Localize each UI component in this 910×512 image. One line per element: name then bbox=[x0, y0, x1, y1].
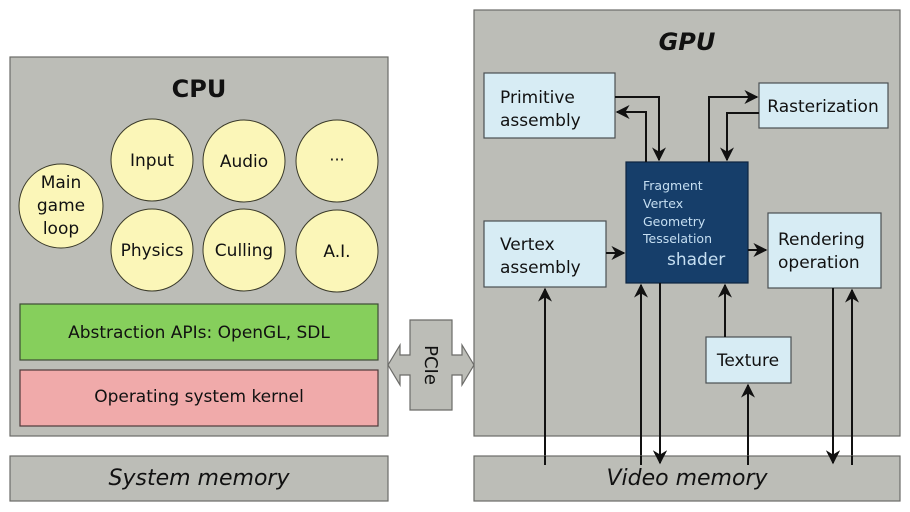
rasterization-stage[interactable]: Rasterization bbox=[758, 82, 889, 129]
svg-text:Texture: Texture bbox=[716, 351, 779, 371]
svg-text:assembly: assembly bbox=[500, 258, 581, 278]
memory-connectors bbox=[544, 450, 853, 465]
svg-text:A.I.: A.I. bbox=[323, 242, 350, 262]
module-main-loop[interactable]: Main game loop bbox=[18, 163, 104, 249]
module-ai[interactable]: A.I. bbox=[295, 209, 379, 293]
arrow-primitive-to-shader bbox=[615, 96, 666, 162]
bidirectional-arrow-icon bbox=[387, 319, 475, 411]
module-audio[interactable]: Audio bbox=[202, 119, 286, 203]
svg-text:game: game bbox=[37, 196, 85, 216]
svg-text:Physics: Physics bbox=[121, 241, 184, 261]
module-physics[interactable]: Physics bbox=[110, 208, 194, 292]
svg-text:Main: Main bbox=[41, 173, 82, 193]
shader-stage[interactable]: Fragment Vertex Geometry Tesselation sha… bbox=[625, 161, 749, 284]
video-memory[interactable]: Video memory bbox=[473, 455, 901, 502]
module-more[interactable]: ··· bbox=[295, 119, 379, 203]
module-culling[interactable]: Culling bbox=[202, 208, 286, 292]
svg-text:Input: Input bbox=[130, 151, 174, 171]
arrow-shader-to-primitive bbox=[615, 105, 647, 162]
system-memory[interactable]: System memory bbox=[9, 455, 389, 502]
cpu-block: CPU Main game loop Input Audio ··· Physi… bbox=[9, 56, 389, 437]
vertex-assembly-stage[interactable]: Vertex assembly bbox=[483, 220, 607, 288]
svg-text:Vertex: Vertex bbox=[643, 196, 683, 211]
shader-label: shader bbox=[667, 250, 725, 270]
primitive-assembly-stage[interactable]: Primitive assembly bbox=[483, 72, 616, 139]
svg-text:···: ··· bbox=[329, 150, 344, 169]
svg-text:Fragment: Fragment bbox=[643, 178, 703, 193]
pcie-bus[interactable]: PCIe bbox=[387, 319, 475, 411]
svg-text:System memory: System memory bbox=[109, 466, 291, 491]
svg-text:loop: loop bbox=[43, 219, 79, 239]
module-input[interactable]: Input bbox=[110, 118, 194, 202]
gpu-title: GPU bbox=[659, 28, 716, 56]
svg-text:Audio: Audio bbox=[220, 152, 268, 172]
svg-text:assembly: assembly bbox=[500, 111, 581, 131]
texture-stage[interactable]: Texture bbox=[705, 336, 792, 384]
abstraction-layer[interactable]: Abstraction APIs: OpenGL, SDL bbox=[19, 303, 379, 361]
svg-text:operation: operation bbox=[778, 253, 860, 273]
arrow-raster-to-shader bbox=[720, 112, 759, 162]
rendering-operation-stage[interactable]: Rendering operation bbox=[767, 212, 882, 289]
svg-text:Culling: Culling bbox=[215, 241, 273, 261]
svg-text:Primitive: Primitive bbox=[500, 88, 575, 108]
svg-text:Video memory: Video memory bbox=[606, 466, 768, 491]
svg-text:Operating system kernel: Operating system kernel bbox=[94, 387, 304, 407]
cpu-title: CPU bbox=[172, 75, 227, 103]
svg-text:Tesselation: Tesselation bbox=[642, 231, 712, 246]
arrow-shader-to-raster bbox=[708, 90, 759, 162]
kernel-layer[interactable]: Operating system kernel bbox=[19, 369, 379, 427]
gpu-block: GPU Primitive assembly Rasterization Ver… bbox=[473, 9, 901, 465]
svg-text:Abstraction APIs: OpenGL, SDL: Abstraction APIs: OpenGL, SDL bbox=[68, 323, 330, 343]
svg-text:Rendering: Rendering bbox=[778, 230, 865, 250]
svg-text:Vertex: Vertex bbox=[500, 235, 555, 255]
svg-text:Geometry: Geometry bbox=[643, 214, 706, 229]
pcie-label: PCIe bbox=[420, 345, 441, 385]
svg-text:Rasterization: Rasterization bbox=[767, 97, 878, 117]
data-flow-arrows bbox=[538, 90, 859, 465]
